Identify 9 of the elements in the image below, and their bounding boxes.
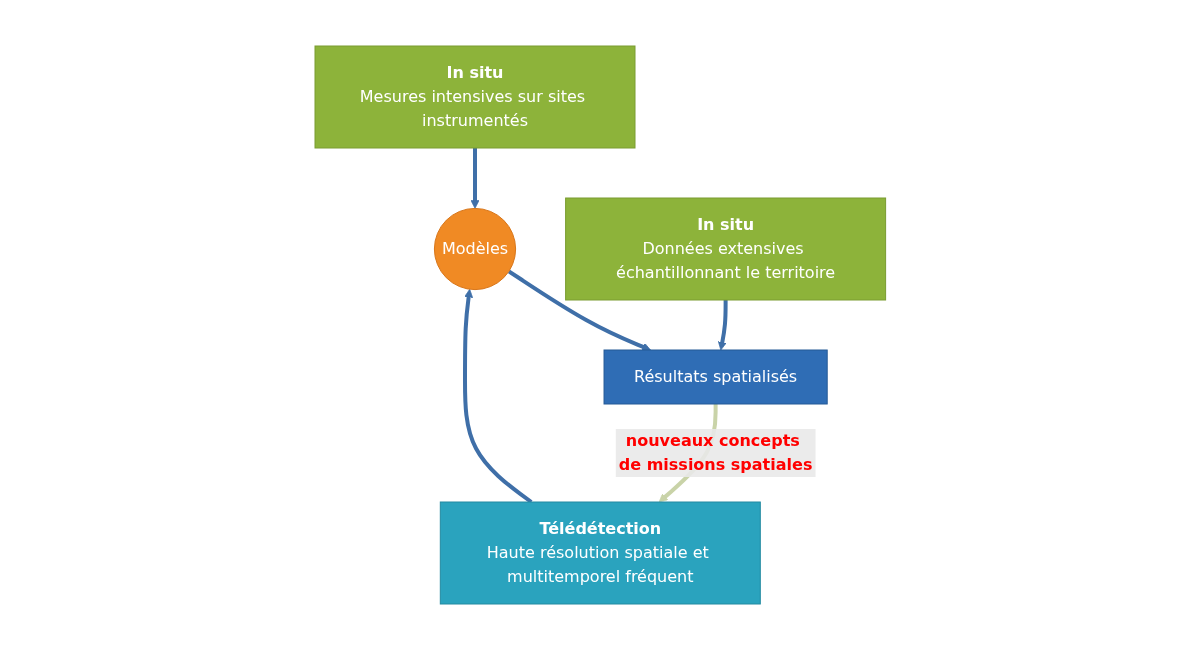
- arrow: [507, 269, 651, 351]
- node-box: In situ Données extensives échantillonnant le territoire: [564, 197, 886, 300]
- arrow: [717, 299, 728, 350]
- node-circle: Modèles: [433, 207, 516, 290]
- node-box: Résultats spatialisés: [603, 349, 828, 404]
- node-box: In situ Mesures intensives sur sites instrumentés: [314, 45, 636, 148]
- arrow: [470, 147, 480, 209]
- node-box: Télédétection Haute résolution spatiale et multitemporel fréquent: [439, 501, 761, 604]
- edge-label: nouveaux concepts de missions spatiales: [618, 430, 813, 474]
